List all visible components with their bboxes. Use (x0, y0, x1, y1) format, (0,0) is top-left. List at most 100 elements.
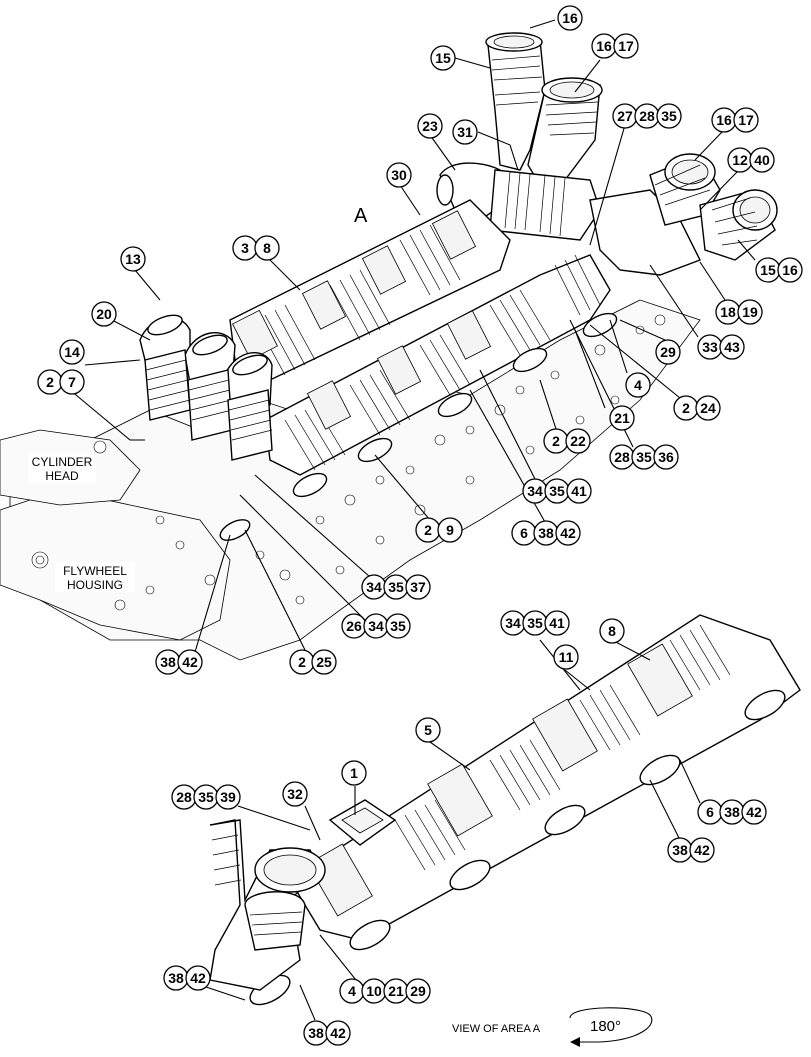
callout-bubble (430, 45, 456, 71)
callout-number: 42 (694, 842, 710, 858)
callout-number: 24 (700, 400, 716, 416)
callout-number: 5 (424, 722, 432, 738)
view-a-assembly (209, 614, 801, 1006)
callout-number: 35 (198, 789, 214, 805)
callout-bubble (386, 162, 412, 188)
callout-bubble (59, 339, 85, 365)
callout-29-top: 29 (655, 339, 681, 365)
view-a-bellows (394, 624, 731, 871)
engine-block (0, 299, 701, 661)
callout-number: 26 (346, 618, 362, 634)
callout-number: 18 (720, 304, 736, 320)
callout-bubble (282, 781, 308, 807)
callout-bubble (695, 395, 721, 421)
callout-bubble (609, 405, 635, 431)
upper-manifold-bank (229, 199, 511, 381)
port-flanges (219, 312, 618, 541)
callout-bubble (405, 574, 431, 600)
callout-number: 43 (724, 339, 740, 355)
callout-number: 38 (538, 525, 554, 541)
callout-number: 29 (660, 344, 676, 360)
callout-number: 42 (190, 970, 206, 986)
callout-2-24: 2 24 (673, 395, 721, 421)
rotation-arrow-icon (570, 1037, 580, 1047)
callout-number: 29 (410, 983, 426, 999)
callout-20: 20 (91, 301, 117, 327)
leader-lines (69, 19, 756, 1021)
callout-number: 38 (724, 804, 740, 820)
callout-31: 31 (452, 119, 478, 145)
callout-38-42-bl: 38 42 (163, 965, 211, 991)
callout-bubble (566, 478, 592, 504)
callout-number: 2 (552, 433, 560, 449)
callout-number: 2 (682, 400, 690, 416)
callout-bubble (655, 339, 681, 365)
turbo-outlet-pipes (485, 32, 603, 186)
callout-26-34-35: 26 34 35 (341, 613, 411, 639)
callout-bubble (417, 113, 443, 139)
callout-number: 34 (368, 618, 384, 634)
callout-32: 32 (282, 781, 308, 807)
callout-number: 20 (96, 306, 112, 322)
callout-13: 13 (120, 246, 146, 272)
callout-bubble (737, 299, 763, 325)
callout-number: 14 (64, 344, 80, 360)
callout-number: 38 (168, 970, 184, 986)
callout-bubble (613, 33, 639, 59)
callout-number: 6 (520, 525, 528, 541)
callout-number: 27 (617, 108, 633, 124)
callout-number: 42 (330, 1025, 346, 1041)
callout-bubble (557, 5, 583, 31)
engine-holes (31, 314, 666, 611)
view-a-outlet (209, 819, 326, 991)
callout-number: 15 (435, 50, 451, 66)
cylinder-head-label: CYLINDER HEAD (28, 453, 96, 483)
callout-21: 21 (609, 405, 635, 431)
callout-number: 16 (596, 38, 612, 54)
callout-number: 35 (527, 615, 543, 631)
callout-number: 17 (738, 112, 754, 128)
callout-bubble (415, 717, 441, 743)
flywheel-housing-label-line2: HOUSING (67, 578, 123, 592)
callout-number: 23 (422, 118, 438, 134)
callout-bubble (341, 760, 367, 786)
callout-number: 39 (220, 789, 236, 805)
callout-number: 35 (390, 618, 406, 634)
rotation-indicator: 180° (569, 1007, 653, 1047)
callout-number: 28 (639, 108, 655, 124)
callout-number: 19 (742, 304, 758, 320)
callout-bubble (689, 837, 715, 863)
callout-5: 5 (415, 717, 441, 743)
callout-number: 16 (562, 10, 578, 26)
callout-number: 41 (571, 483, 587, 499)
callout-number: 21 (388, 983, 404, 999)
callout-bubble (553, 644, 579, 670)
callout-number: 33 (702, 339, 718, 355)
callout-number: 37 (410, 579, 426, 595)
callout-number: 1 (350, 765, 358, 781)
callout-bubble (733, 107, 759, 133)
callout-33-43: 33 43 (697, 334, 745, 360)
callout-number: 28 (614, 449, 630, 465)
callout-number: 34 (505, 615, 521, 631)
callout-number: 10 (366, 983, 382, 999)
callout-bubble (777, 257, 803, 283)
elbow-outlets (139, 314, 273, 461)
callout-bubble (325, 1020, 351, 1046)
callout-bubble (215, 784, 241, 810)
callout-number: 2 (424, 522, 432, 538)
callout-number: 35 (636, 449, 652, 465)
flywheel-housing-label-line1: FLYWHEEL (63, 564, 127, 578)
upper-manifold-assembly (139, 32, 778, 541)
callout-number: 2 (46, 374, 54, 390)
callout-bubble (565, 428, 591, 454)
callout-16-top: 16 (557, 5, 583, 31)
